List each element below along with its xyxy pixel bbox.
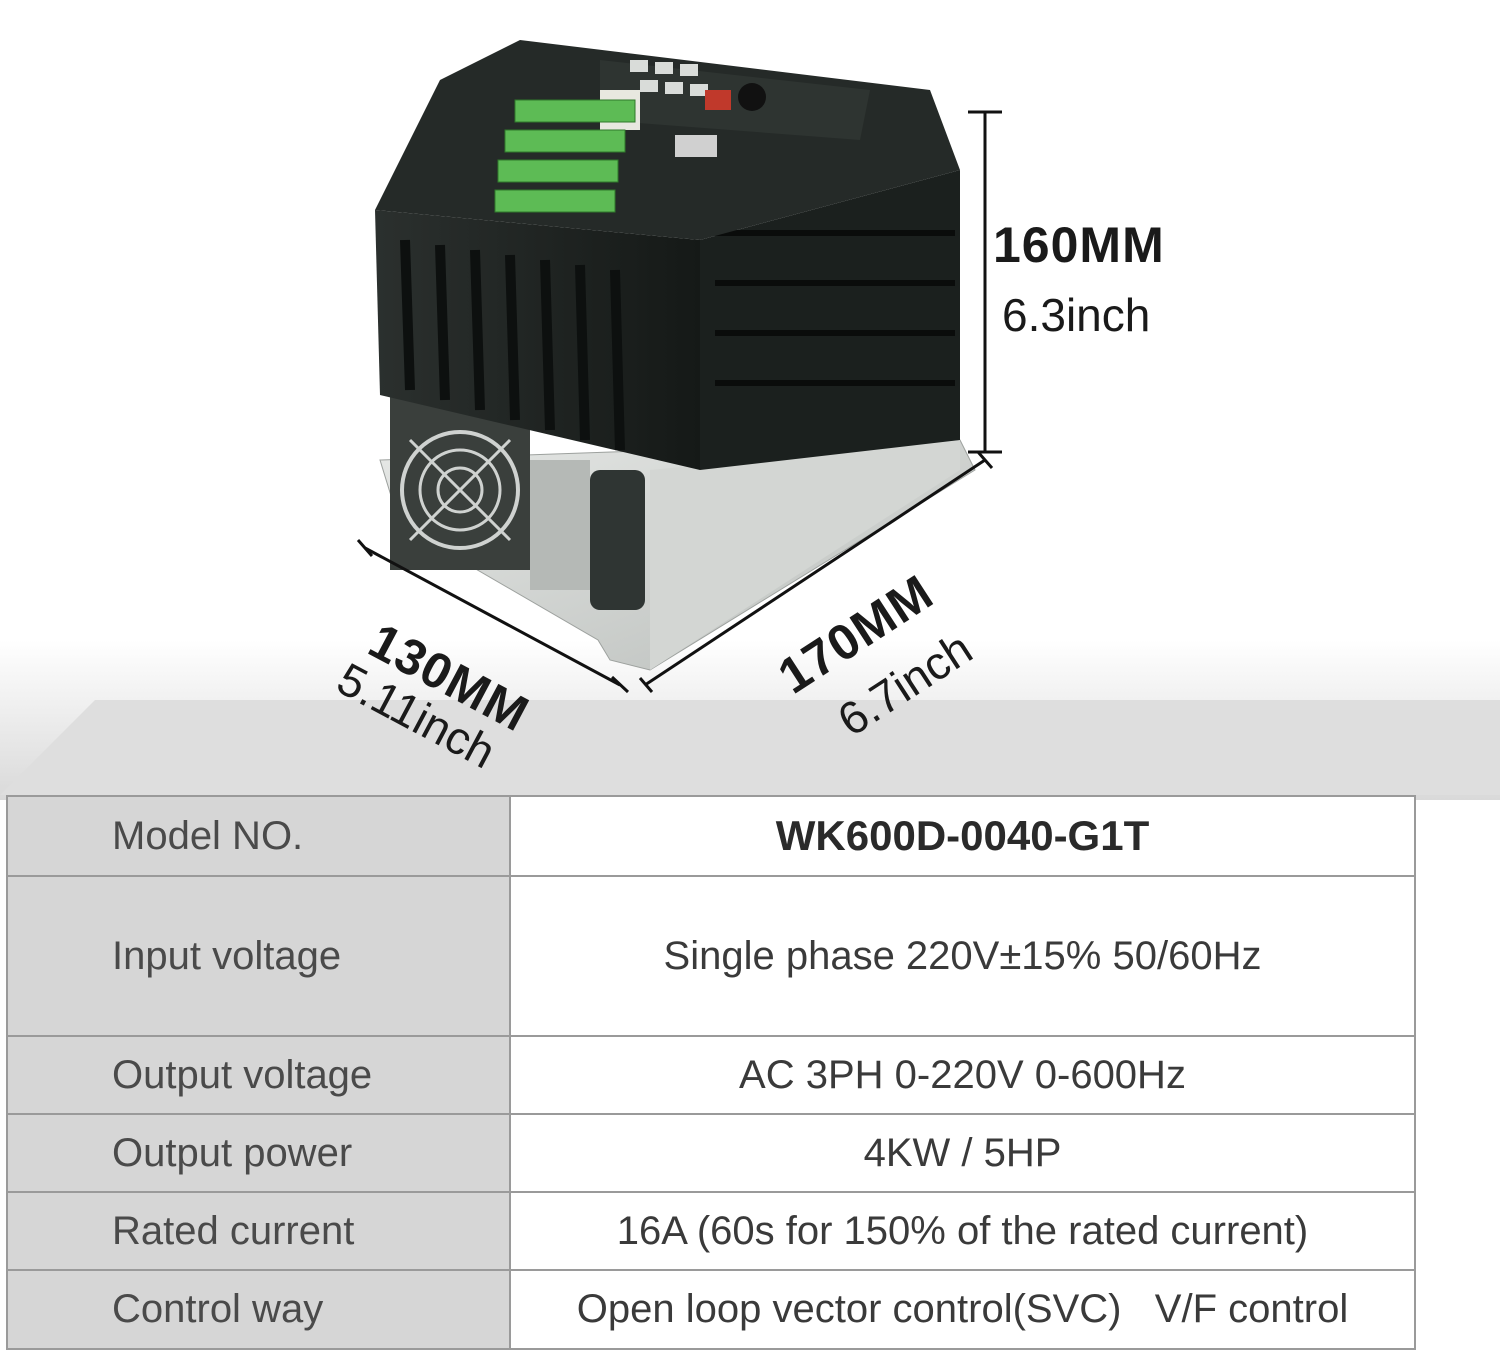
table-row: Output power 4KW / 5HP xyxy=(6,1113,1416,1193)
spec-value: 4KW / 5HP xyxy=(509,1113,1416,1193)
spec-label: Model NO. xyxy=(6,795,511,877)
spec-value: 16A (60s for 150% of the rated current) xyxy=(509,1191,1416,1271)
spec-label: Input voltage xyxy=(6,875,511,1037)
table-row: Input voltage Single phase 220V±15% 50/6… xyxy=(6,875,1416,1037)
housing-side xyxy=(700,170,960,470)
knob xyxy=(738,83,766,111)
spec-label: Output voltage xyxy=(6,1035,511,1115)
inverter-image xyxy=(356,40,1002,694)
spec-value: AC 3PH 0-220V 0-600Hz xyxy=(509,1035,1416,1115)
height-dimension-inch: 6.3inch xyxy=(1002,289,1151,341)
capacitor xyxy=(590,470,645,610)
spec-label: Rated current xyxy=(6,1191,511,1271)
spec-value: WK600D-0040-G1T xyxy=(509,795,1416,877)
spec-table: Model NO. WK600D-0040-G1T Input voltage … xyxy=(6,795,1416,1350)
terminal-blocks xyxy=(494,99,636,213)
spec-value: Single phase 220V±15% 50/60Hz xyxy=(509,875,1416,1037)
table-row: Output voltage AC 3PH 0-220V 0-600Hz xyxy=(6,1035,1416,1115)
spec-label: Control way xyxy=(6,1269,511,1350)
keypad xyxy=(600,60,870,140)
spec-label: Output power xyxy=(6,1113,511,1193)
table-row: Rated current 16A (60s for 150% of the r… xyxy=(6,1191,1416,1271)
spec-value: Open loop vector control(SVC) V/F contro… xyxy=(509,1269,1416,1350)
background-slant xyxy=(0,700,1500,795)
height-dimension-mm: 160MM xyxy=(993,217,1165,273)
dimension-lines xyxy=(356,110,1002,694)
table-row: Model NO. WK600D-0040-G1T xyxy=(6,795,1416,877)
table-row: Control way Open loop vector control(SVC… xyxy=(6,1269,1416,1350)
